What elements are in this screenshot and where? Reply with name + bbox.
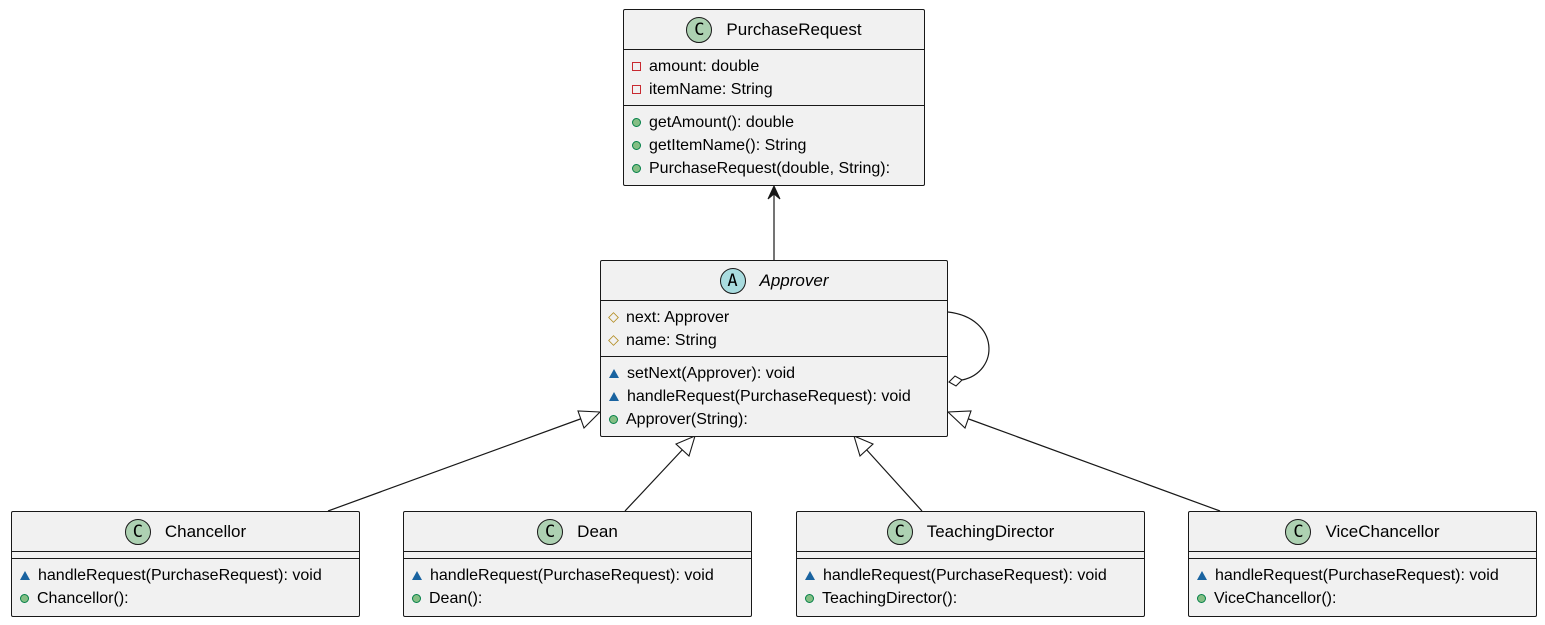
package-visibility-icon [609,369,619,378]
method-label: setNext(Approver): void [627,364,796,382]
method-row: handleRequest(PurchaseRequest): void [404,564,751,587]
class-name: TeachingDirector [926,521,1055,541]
method-label: handleRequest(PurchaseRequest): void [1215,566,1499,584]
abstract-stereotype-icon: A [719,267,746,294]
method-label: ViceChancellor(): [1214,589,1337,607]
class-purchaserequest[interactable]: C PurchaseRequest amount: double itemNam… [623,9,925,186]
class-header: C PurchaseRequest [624,10,924,49]
fields-section: next: Approver name: String [601,301,947,356]
public-visibility-icon [609,415,618,424]
field-row: next: Approver [601,306,947,329]
method-row: Approver(String): [601,408,947,431]
inheritance-chancellor-to-approver [327,410,602,512]
class-approver[interactable]: A Approver next: Approver name: String s… [600,260,948,437]
method-row: handleRequest(PurchaseRequest): void [12,564,359,587]
field-label: itemName: String [649,80,773,98]
class-vicechancellor[interactable]: C ViceChancellor handleRequest(PurchaseR… [1188,511,1537,617]
inheritance-vicechancellor-to-approver [946,410,1221,512]
methods-section: getAmount(): double getItemName(): Strin… [624,106,924,184]
method-row: Chancellor(): [12,587,359,610]
methods-section: handleRequest(PurchaseRequest): void Cha… [12,559,359,614]
class-name: Approver [759,270,829,290]
class-header: A Approver [601,261,947,300]
class-dean[interactable]: C Dean handleRequest(PurchaseRequest): v… [403,511,752,617]
public-visibility-icon [1197,594,1206,603]
inheritance-dean-to-approver [624,435,696,512]
class-header: C Dean [404,512,751,551]
method-label: handleRequest(PurchaseRequest): void [627,387,911,405]
private-visibility-icon [632,62,641,71]
package-visibility-icon [412,571,422,580]
method-label: PurchaseRequest(double, String): [649,159,891,177]
method-row: handleRequest(PurchaseRequest): void [1189,564,1536,587]
method-label: handleRequest(PurchaseRequest): void [38,566,322,584]
association-approver-to-purchaserequest [767,184,781,260]
class-stereotype-icon: C [124,518,151,545]
fields-section: amount: double itemName: String [624,50,924,105]
private-visibility-icon [632,85,641,94]
class-name: Chancellor [164,521,247,541]
method-row: getItemName(): String [624,134,924,157]
method-row: PurchaseRequest(double, String): [624,157,924,180]
package-visibility-icon [609,392,619,401]
public-visibility-icon [632,118,641,127]
field-row: itemName: String [624,78,924,101]
public-visibility-icon [632,164,641,173]
method-label: Dean(): [429,589,483,607]
protected-visibility-icon [608,335,619,346]
field-row: amount: double [624,55,924,78]
class-name: Dean [577,521,618,541]
public-visibility-icon [412,594,421,603]
method-label: handleRequest(PurchaseRequest): void [430,566,714,584]
method-label: handleRequest(PurchaseRequest): void [823,566,1107,584]
method-row: Dean(): [404,587,751,610]
class-stereotype-icon: C [1285,518,1312,545]
method-label: getAmount(): double [649,113,794,131]
method-row: handleRequest(PurchaseRequest): void [797,564,1144,587]
methods-section: handleRequest(PurchaseRequest): void Dea… [404,559,751,614]
class-header: C TeachingDirector [797,512,1144,551]
class-name: PurchaseRequest [726,19,862,39]
package-visibility-icon [20,571,30,580]
method-row: ViceChancellor(): [1189,587,1536,610]
method-row: handleRequest(PurchaseRequest): void [601,385,947,408]
method-label: Chancellor(): [37,589,129,607]
methods-section: setNext(Approver): void handleRequest(Pu… [601,357,947,435]
class-name: ViceChancellor [1325,521,1440,541]
method-row: setNext(Approver): void [601,362,947,385]
package-visibility-icon [805,571,815,580]
public-visibility-icon [20,594,29,603]
class-header: C Chancellor [12,512,359,551]
method-label: Approver(String): [626,410,748,428]
aggregation-approver-self [947,311,990,387]
method-row: getAmount(): double [624,111,924,134]
field-label: name: String [626,331,717,349]
method-label: TeachingDirector(): [822,589,958,607]
field-label: next: Approver [626,308,730,326]
class-header: C ViceChancellor [1189,512,1536,551]
package-visibility-icon [1197,571,1207,580]
class-teachingdirector[interactable]: C TeachingDirector handleRequest(Purchas… [796,511,1145,617]
field-row: name: String [601,329,947,352]
public-visibility-icon [632,141,641,150]
class-stereotype-icon: C [537,518,564,545]
public-visibility-icon [805,594,814,603]
method-row: TeachingDirector(): [797,587,1144,610]
protected-visibility-icon [608,312,619,323]
class-chancellor[interactable]: C Chancellor handleRequest(PurchaseReque… [11,511,360,617]
class-stereotype-icon: C [886,518,913,545]
method-label: getItemName(): String [649,136,807,154]
inheritance-teachingdirector-to-approver [853,435,923,512]
class-stereotype-icon: C [686,16,713,43]
methods-section: handleRequest(PurchaseRequest): void Tea… [797,559,1144,614]
methods-section: handleRequest(PurchaseRequest): void Vic… [1189,559,1536,614]
field-label: amount: double [649,57,760,75]
